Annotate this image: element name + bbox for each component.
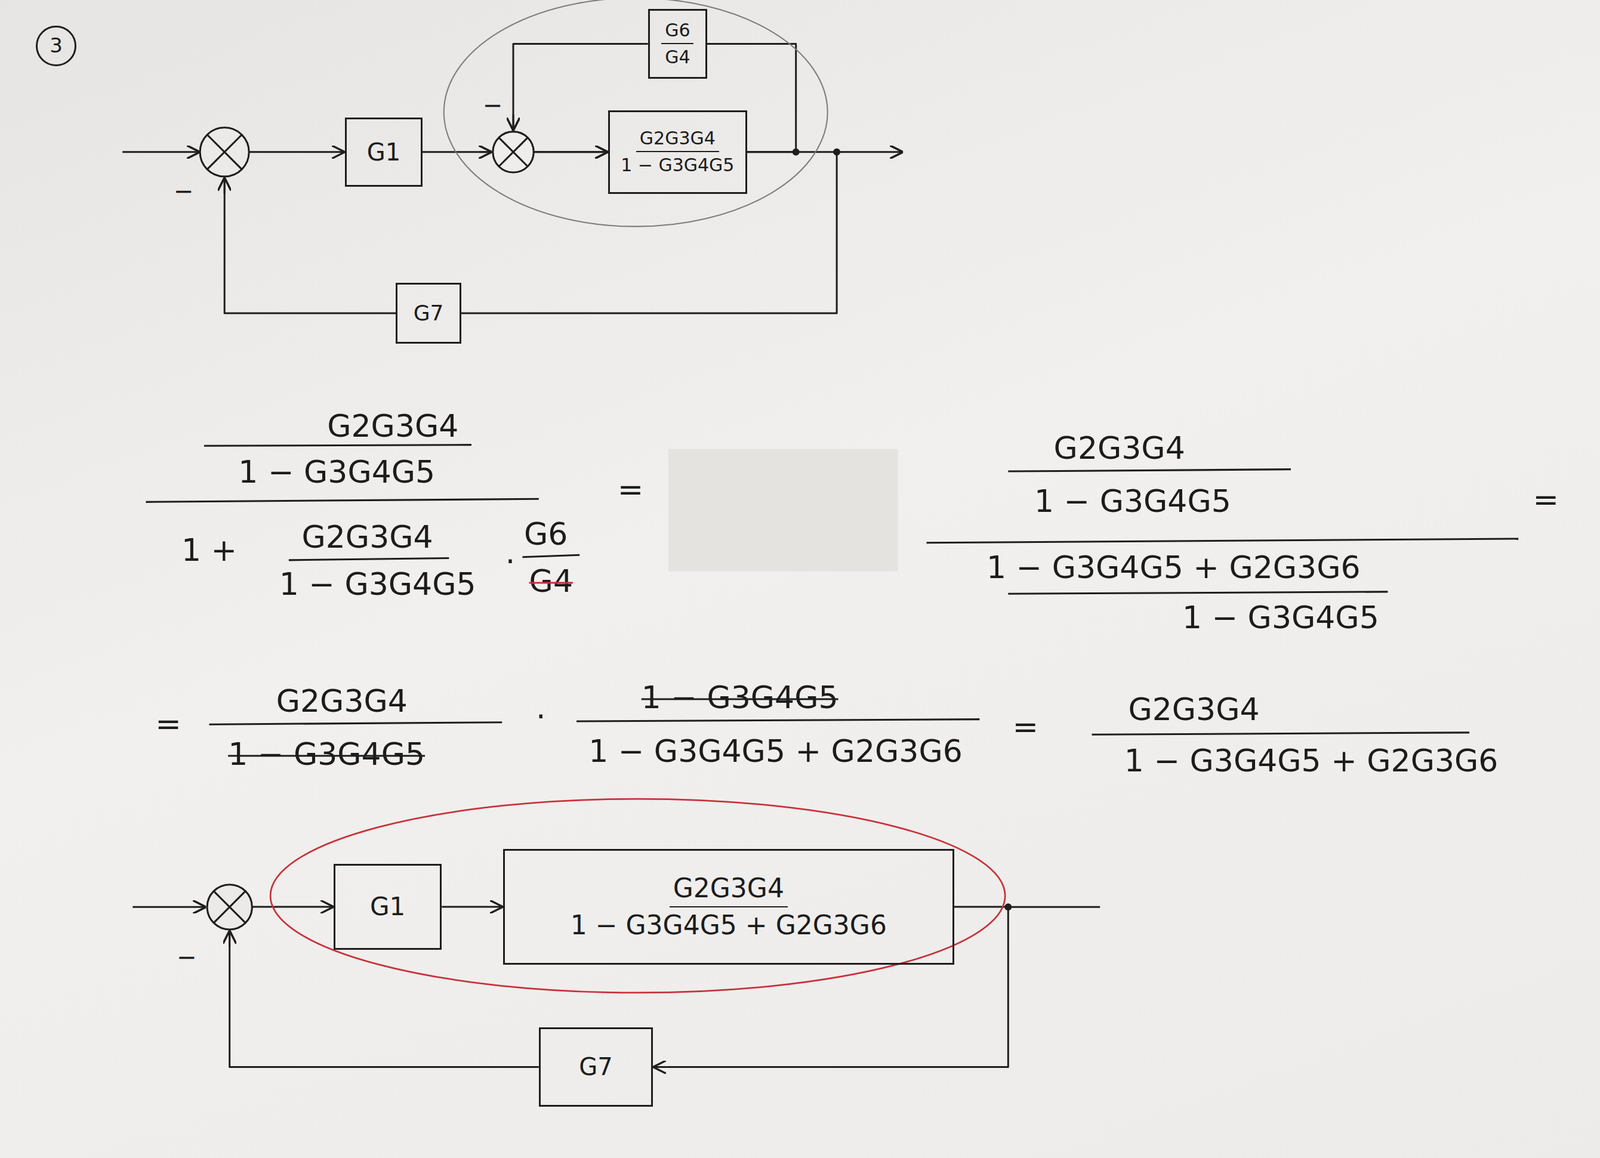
summing-junction xyxy=(199,127,249,177)
denominator-text: 1 − G3G4G5 xyxy=(620,155,735,177)
transfer-block: G6G4 xyxy=(648,8,708,79)
input-arrow xyxy=(122,150,200,153)
minus-sign: − xyxy=(173,177,194,205)
numerator-text: G2G3G4 xyxy=(636,128,720,153)
equation-term: G2G3G4 xyxy=(276,685,408,720)
input-arrow xyxy=(132,906,206,909)
operator: · xyxy=(535,700,547,735)
transfer-block: G7 xyxy=(395,282,461,345)
transfer-block: G2G3G41 − G3G4G5 xyxy=(608,110,748,194)
branch-dot xyxy=(833,148,841,156)
signal-line xyxy=(461,152,837,314)
signal-arrow xyxy=(479,150,493,153)
minus-sign: − xyxy=(176,944,197,971)
signal-line xyxy=(513,44,649,153)
equation-term: 1 − G3G4G5 + G2G3G6 xyxy=(986,551,1361,586)
group-outline xyxy=(270,799,1005,994)
equals-sign: = xyxy=(1012,710,1040,745)
transfer-block: G2G3G41 − G3G4G5 + G2G3G6 xyxy=(503,849,955,966)
equation-term: 1 − G3G4G5 xyxy=(1034,485,1232,520)
denominator-text: 1 − G3G4G5 + G2G3G6 xyxy=(570,910,887,942)
equation-term: G2G3G4 xyxy=(1127,692,1260,727)
group-outline xyxy=(444,0,828,227)
feedback-arrow xyxy=(228,930,231,948)
signal-line xyxy=(224,152,396,314)
feedback-arrow xyxy=(512,114,515,131)
signal-line xyxy=(707,44,797,153)
block-label: G1 xyxy=(367,138,401,166)
equation-term: 1 − G3G4G5 xyxy=(279,567,477,602)
equation-term: 1 + xyxy=(181,534,237,569)
branch-dot xyxy=(1004,903,1012,911)
minus-sign: − xyxy=(482,91,504,119)
equals-sign: = xyxy=(617,472,644,507)
branch-dot xyxy=(792,148,800,156)
equation-term: 1 − G3G4G5 xyxy=(1182,601,1380,636)
equation-term: G2G3G4 xyxy=(301,520,433,555)
equation-term: 1 − G3G4G5 xyxy=(238,455,436,490)
block-label: G7 xyxy=(578,1053,613,1081)
denominator-text: G4 xyxy=(664,47,690,69)
block-label: G1 xyxy=(370,892,406,922)
fraction-bars xyxy=(146,445,1519,736)
transfer-block: G1 xyxy=(333,864,442,951)
equation-term: G6 xyxy=(523,517,568,552)
numerator-text: G2G3G4 xyxy=(669,873,788,908)
operator: · xyxy=(505,545,516,580)
block-label: G7 xyxy=(413,300,445,326)
output-arrow xyxy=(836,150,903,153)
transfer-block: G7 xyxy=(538,1027,654,1108)
signal-line xyxy=(441,906,504,909)
equation-term: G2G3G4 xyxy=(1053,432,1186,467)
equals-sign: = xyxy=(1533,482,1560,517)
equation-term: 1 − G3G4G5 xyxy=(227,738,425,773)
summing-junction xyxy=(492,131,534,173)
transfer-block: G1 xyxy=(344,117,423,187)
feedback-arrow xyxy=(223,177,226,194)
summing-junction xyxy=(207,885,252,930)
equation-term: G2G3G4 xyxy=(327,409,459,444)
signal-line xyxy=(229,907,539,1068)
blank-patch xyxy=(668,448,899,572)
output-line xyxy=(1007,906,1100,909)
equals-sign: = xyxy=(155,707,182,742)
step-number: 3 xyxy=(35,25,77,67)
numerator-text: G6 xyxy=(661,20,694,45)
block-label: 3 xyxy=(49,34,63,58)
equation-term: 1 − G3G4G5 + G2G3G6 xyxy=(588,735,963,770)
equation-term: 1 − G3G4G5 xyxy=(641,680,839,715)
equation-term: 1 − G3G4G5 + G2G3G6 xyxy=(1124,744,1499,779)
equation-term: G4 xyxy=(529,564,573,599)
